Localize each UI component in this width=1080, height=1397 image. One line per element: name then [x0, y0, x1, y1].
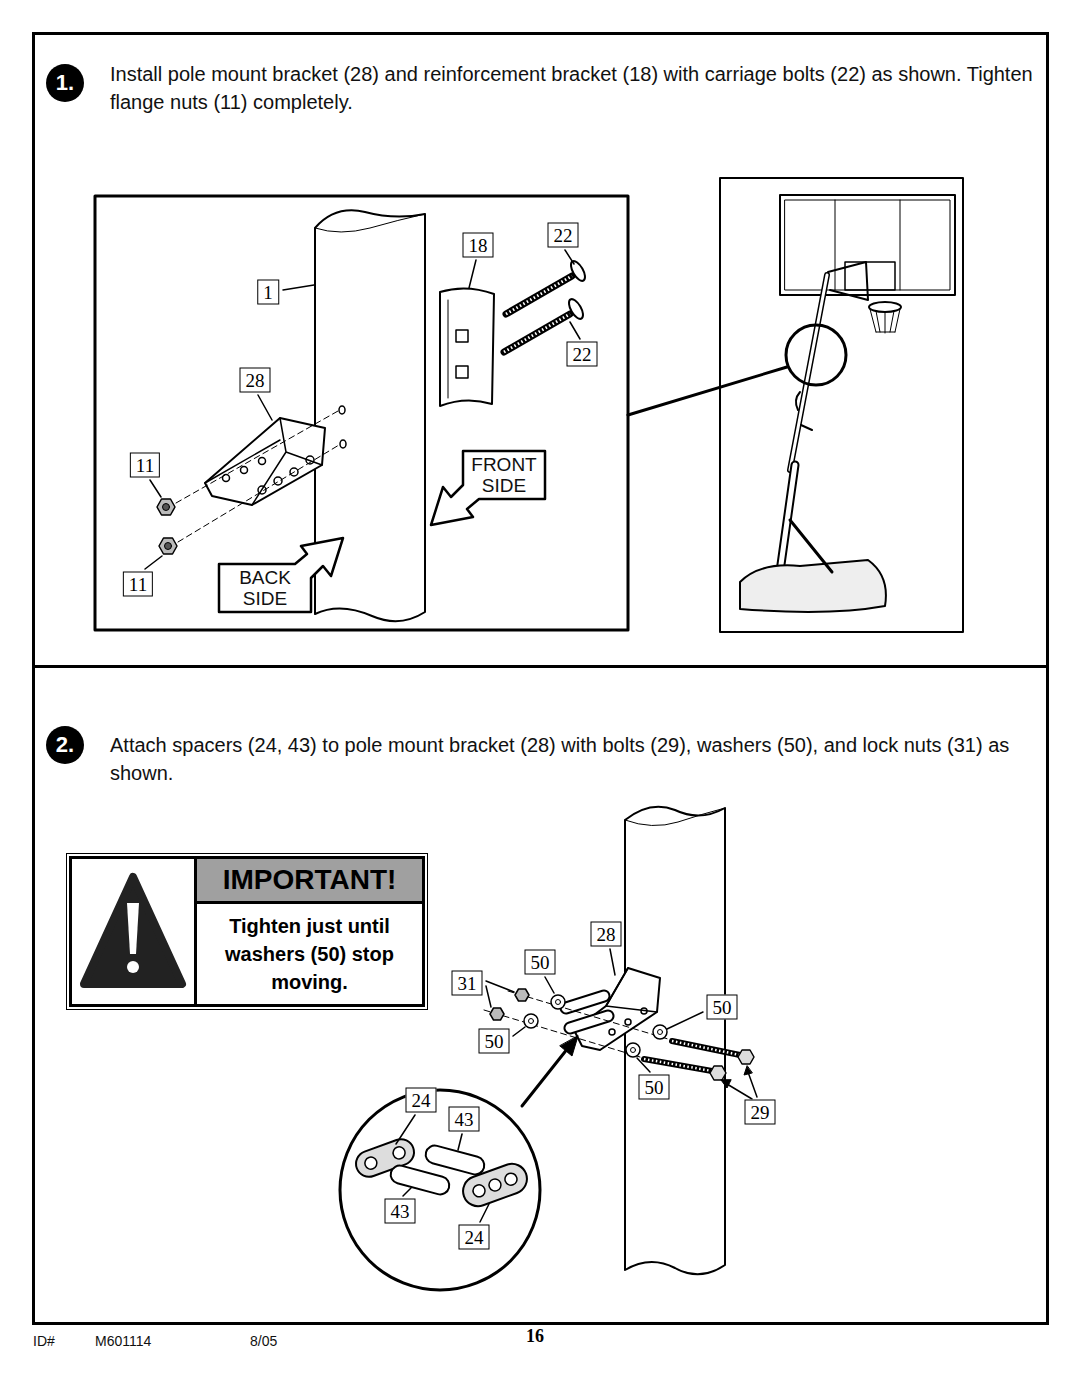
callout-number: 24: [459, 1225, 490, 1250]
callout-number: 50: [707, 995, 738, 1020]
arrow-shape: [219, 538, 343, 612]
exclamation-dot: [127, 961, 139, 973]
step-number: 1.: [46, 64, 84, 102]
warning-triangle: [84, 877, 182, 984]
side-label: FRONT SIDE: [469, 454, 539, 496]
callout-number: 28: [240, 368, 271, 393]
callout-number: 43: [449, 1107, 480, 1132]
side-arrow: BACK SIDE: [219, 564, 311, 612]
warning-icon: [72, 859, 194, 1004]
instruction-text: Attach spacers (24, 43) to pole mount br…: [110, 731, 1045, 787]
warning-heading: IMPORTANT!: [194, 859, 422, 904]
callout-number: 1: [257, 280, 279, 305]
warning-text: Tighten just until washers (50) stop mov…: [194, 904, 422, 1004]
side-arrow: FRONT SIDE: [463, 451, 545, 499]
step-badge: 2.: [46, 726, 84, 764]
callout-number: 28: [591, 922, 622, 947]
callout-number: 50: [525, 950, 556, 975]
callout-number: 18: [463, 233, 494, 258]
footer-text: M601114: [95, 1333, 151, 1349]
arrow-shape: [431, 451, 545, 525]
callout-number: 22: [567, 342, 598, 367]
callout-number: 29: [745, 1100, 776, 1125]
callout-number: 11: [123, 572, 153, 597]
warning-box: IMPORTANT!Tighten just until washers (50…: [69, 856, 425, 1007]
step-number: 2.: [46, 726, 84, 764]
callout-number: 43: [385, 1199, 416, 1224]
side-label: BACK SIDE: [225, 567, 305, 609]
callout-number: 31: [452, 971, 483, 996]
instruction-text: Install pole mount bracket (28) and rein…: [110, 60, 1045, 116]
callout-number: 50: [639, 1075, 670, 1100]
step-badge: 1.: [46, 64, 84, 102]
footer-text: 8/05: [250, 1333, 277, 1349]
callout-number: 22: [548, 223, 579, 248]
page-number: 16: [526, 1326, 544, 1347]
callout-number: 11: [130, 453, 160, 478]
callout-number: 24: [406, 1088, 437, 1113]
exclamation-bar: [127, 903, 139, 954]
step-panel: Attach spacers (24, 43) to pole mount br…: [32, 665, 1049, 1325]
callout-number: 50: [479, 1029, 510, 1054]
step-panel: Install pole mount bracket (28) and rein…: [32, 32, 1049, 668]
footer-text: ID#: [33, 1333, 55, 1349]
